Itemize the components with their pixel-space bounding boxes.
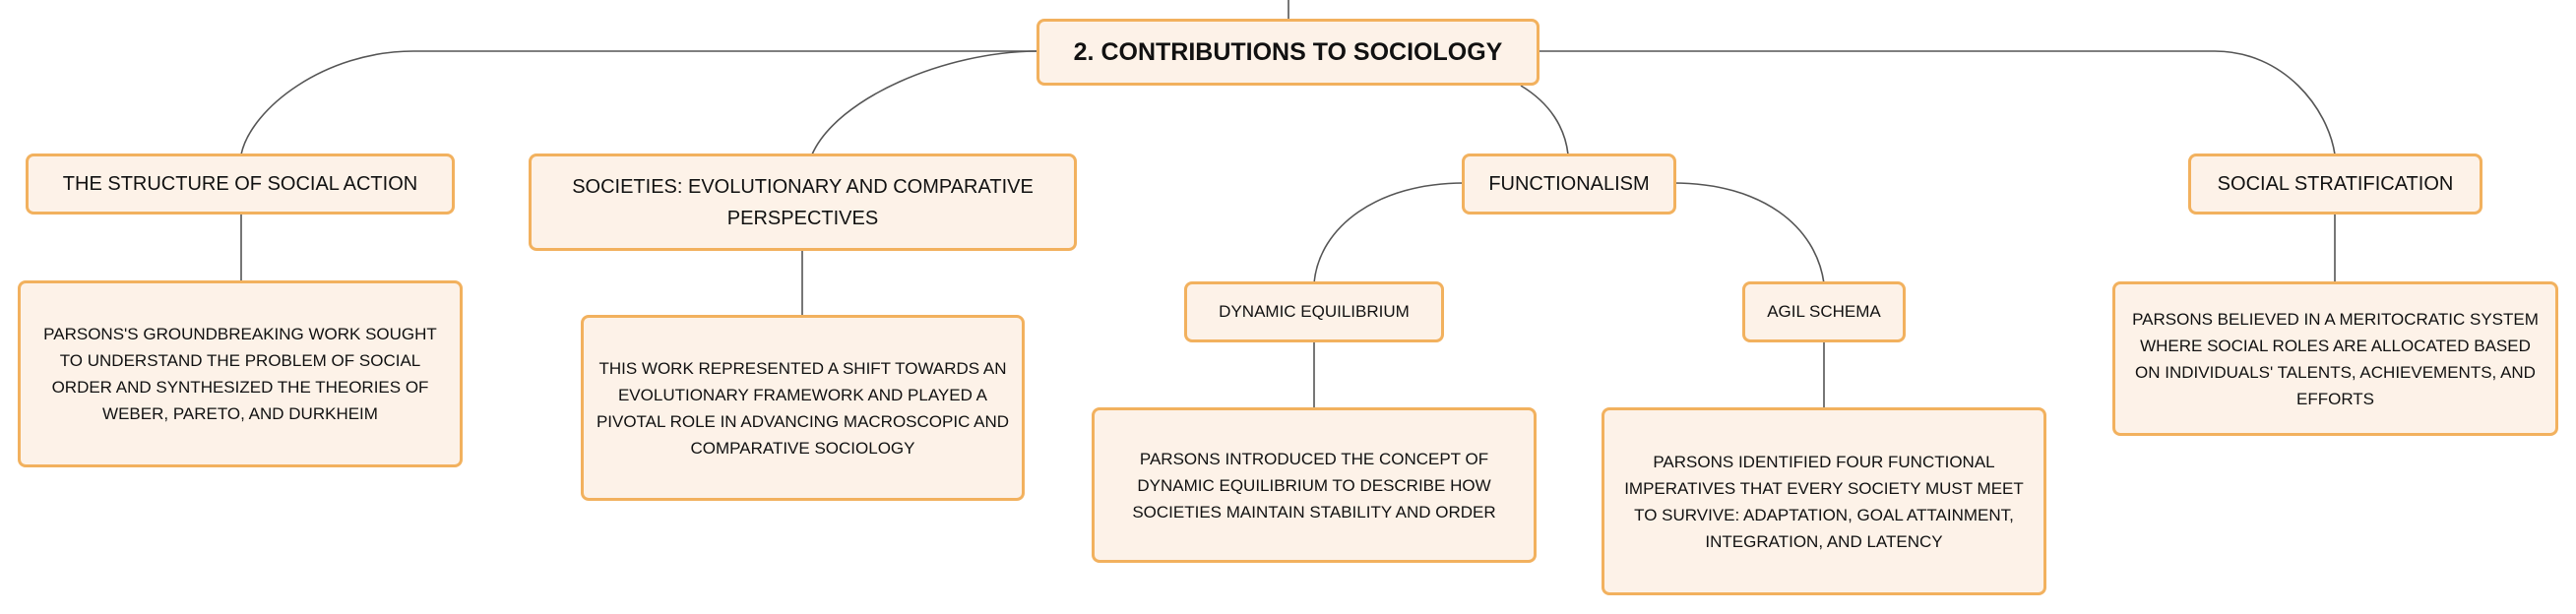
topic-label: FUNCTIONALISM <box>1488 173 1650 195</box>
topic-label: SOCIAL STRATIFICATION <box>2217 173 2454 195</box>
detail-text: PARSONS'S GROUNDBREAKING WORK SOUGHT TO … <box>43 325 437 423</box>
topic-label: THE STRUCTURE OF SOCIAL ACTION <box>62 173 418 195</box>
connector-root-stratification <box>1538 50 2336 155</box>
subtopic-agil-schema[interactable]: AGIL SCHEMA <box>1742 281 1906 342</box>
topic-social-stratification[interactable]: SOCIAL STRATIFICATION <box>2188 154 2482 215</box>
root-node[interactable]: 2. CONTRIBUTIONS TO SOCIOLOGY <box>1037 19 1539 86</box>
root-label: 2. CONTRIBUTIONS TO SOCIOLOGY <box>1073 37 1503 66</box>
detail-text: PARSONS IDENTIFIED FOUR FUNCTIONAL IMPER… <box>1624 452 2024 551</box>
connector-root-structure <box>240 50 1038 155</box>
topic-functionalism[interactable]: FUNCTIONALISM <box>1462 154 1676 215</box>
topic-structure-of-social-action[interactable]: THE STRUCTURE OF SOCIAL ACTION <box>26 154 455 215</box>
connector-root-societies <box>811 50 1039 155</box>
connector-functionalism-dynamic <box>1313 182 1465 284</box>
detail-text: PARSONS BELIEVED IN A MERITOCRATIC SYSTE… <box>2132 309 2539 408</box>
detail-dynamic-equilibrium[interactable]: PARSONS INTRODUCED THE CONCEPT OF DYNAMI… <box>1092 407 1537 563</box>
detail-structure-of-social-action[interactable]: PARSONS'S GROUNDBREAKING WORK SOUGHT TO … <box>18 280 463 467</box>
topic-label: SOCIETIES: EVOLUTIONARY AND COMPARATIVE … <box>572 175 1034 229</box>
connector-root-functionalism <box>1520 85 1569 155</box>
subtopic-label: AGIL SCHEMA <box>1767 302 1881 321</box>
detail-text: PARSONS INTRODUCED THE CONCEPT OF DYNAMI… <box>1132 449 1496 522</box>
subtopic-label: DYNAMIC EQUILIBRIUM <box>1219 302 1410 321</box>
topic-societies-evolutionary[interactable]: SOCIETIES: EVOLUTIONARY AND COMPARATIVE … <box>529 154 1077 251</box>
detail-societies-evolutionary[interactable]: THIS WORK REPRESENTED A SHIFT TOWARDS AN… <box>581 315 1025 501</box>
detail-social-stratification[interactable]: PARSONS BELIEVED IN A MERITOCRATIC SYSTE… <box>2112 281 2558 436</box>
subtopic-dynamic-equilibrium[interactable]: DYNAMIC EQUILIBRIUM <box>1184 281 1444 342</box>
detail-text: THIS WORK REPRESENTED A SHIFT TOWARDS AN… <box>596 358 1010 458</box>
connector-functionalism-agil <box>1672 182 1825 284</box>
detail-agil-schema[interactable]: PARSONS IDENTIFIED FOUR FUNCTIONAL IMPER… <box>1602 407 2046 595</box>
